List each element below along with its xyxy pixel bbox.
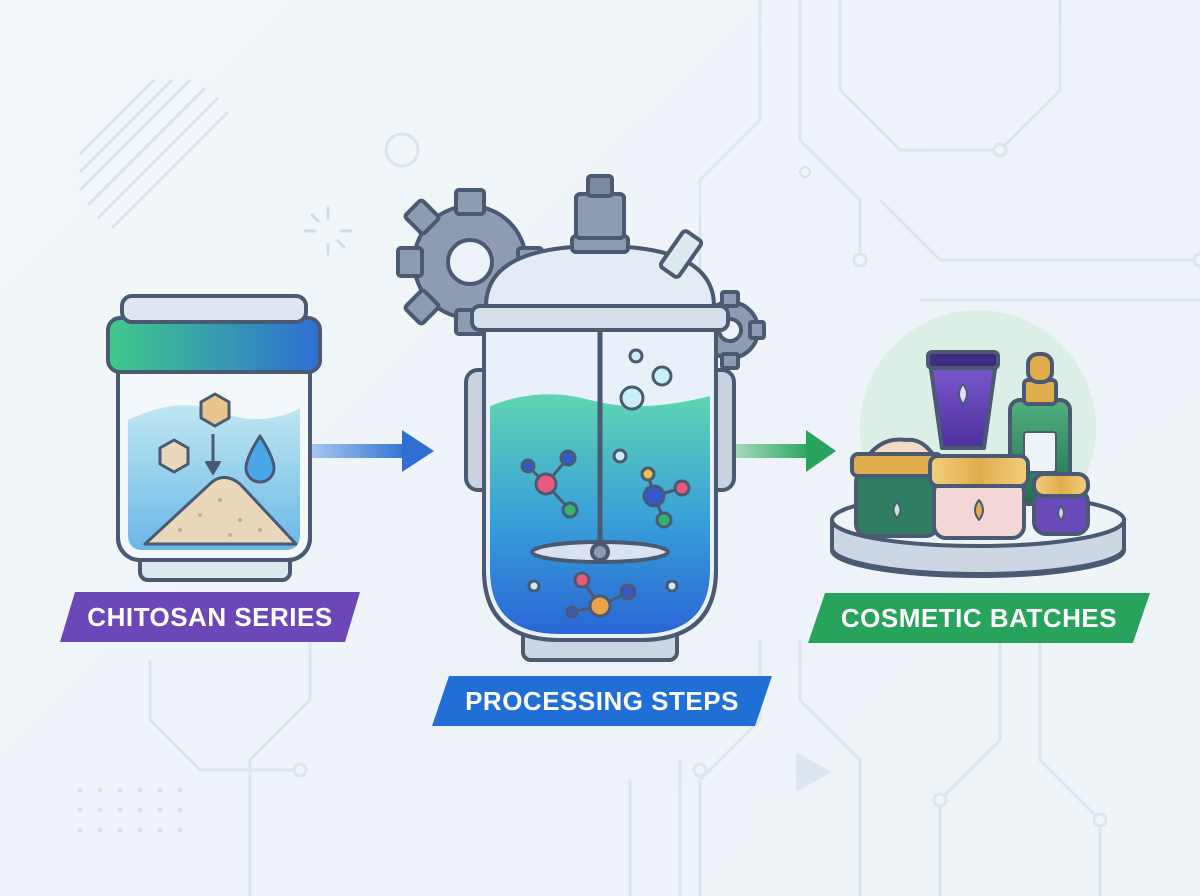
arrow-to-processing xyxy=(310,430,434,472)
arrow-down-icon xyxy=(205,461,221,475)
cosmetics-icon xyxy=(830,310,1126,578)
label-chitosan-series: CHITOSAN SERIES xyxy=(60,592,360,642)
hexagon-icon xyxy=(199,392,231,428)
cream-jar-icon xyxy=(850,437,944,538)
tube-icon xyxy=(926,350,1000,450)
container-icon xyxy=(106,294,322,582)
background-decoration xyxy=(77,0,1200,896)
reactor-icon xyxy=(396,174,766,662)
molecule-icon xyxy=(520,449,579,519)
molecule-icon xyxy=(565,571,637,619)
hexagon-icon xyxy=(158,438,190,474)
bubble-icons xyxy=(527,348,679,593)
ring-icon xyxy=(384,132,420,168)
water-drop-icon xyxy=(244,434,276,484)
cream-jar-icon xyxy=(1032,472,1090,536)
dot-grid xyxy=(77,787,183,833)
striped-circle-icon xyxy=(78,78,230,230)
label-cosmetic-batches: COSMETIC BATCHES xyxy=(808,593,1150,643)
circuit-lines xyxy=(148,0,1200,896)
triangle-icon xyxy=(796,752,832,792)
label-processing-steps: PROCESSING STEPS xyxy=(432,676,772,726)
molecule-icon xyxy=(640,466,691,529)
arrow-to-cosmetics xyxy=(732,430,836,472)
cream-jar-icon xyxy=(928,454,1030,540)
sparkle-icon xyxy=(303,206,353,256)
